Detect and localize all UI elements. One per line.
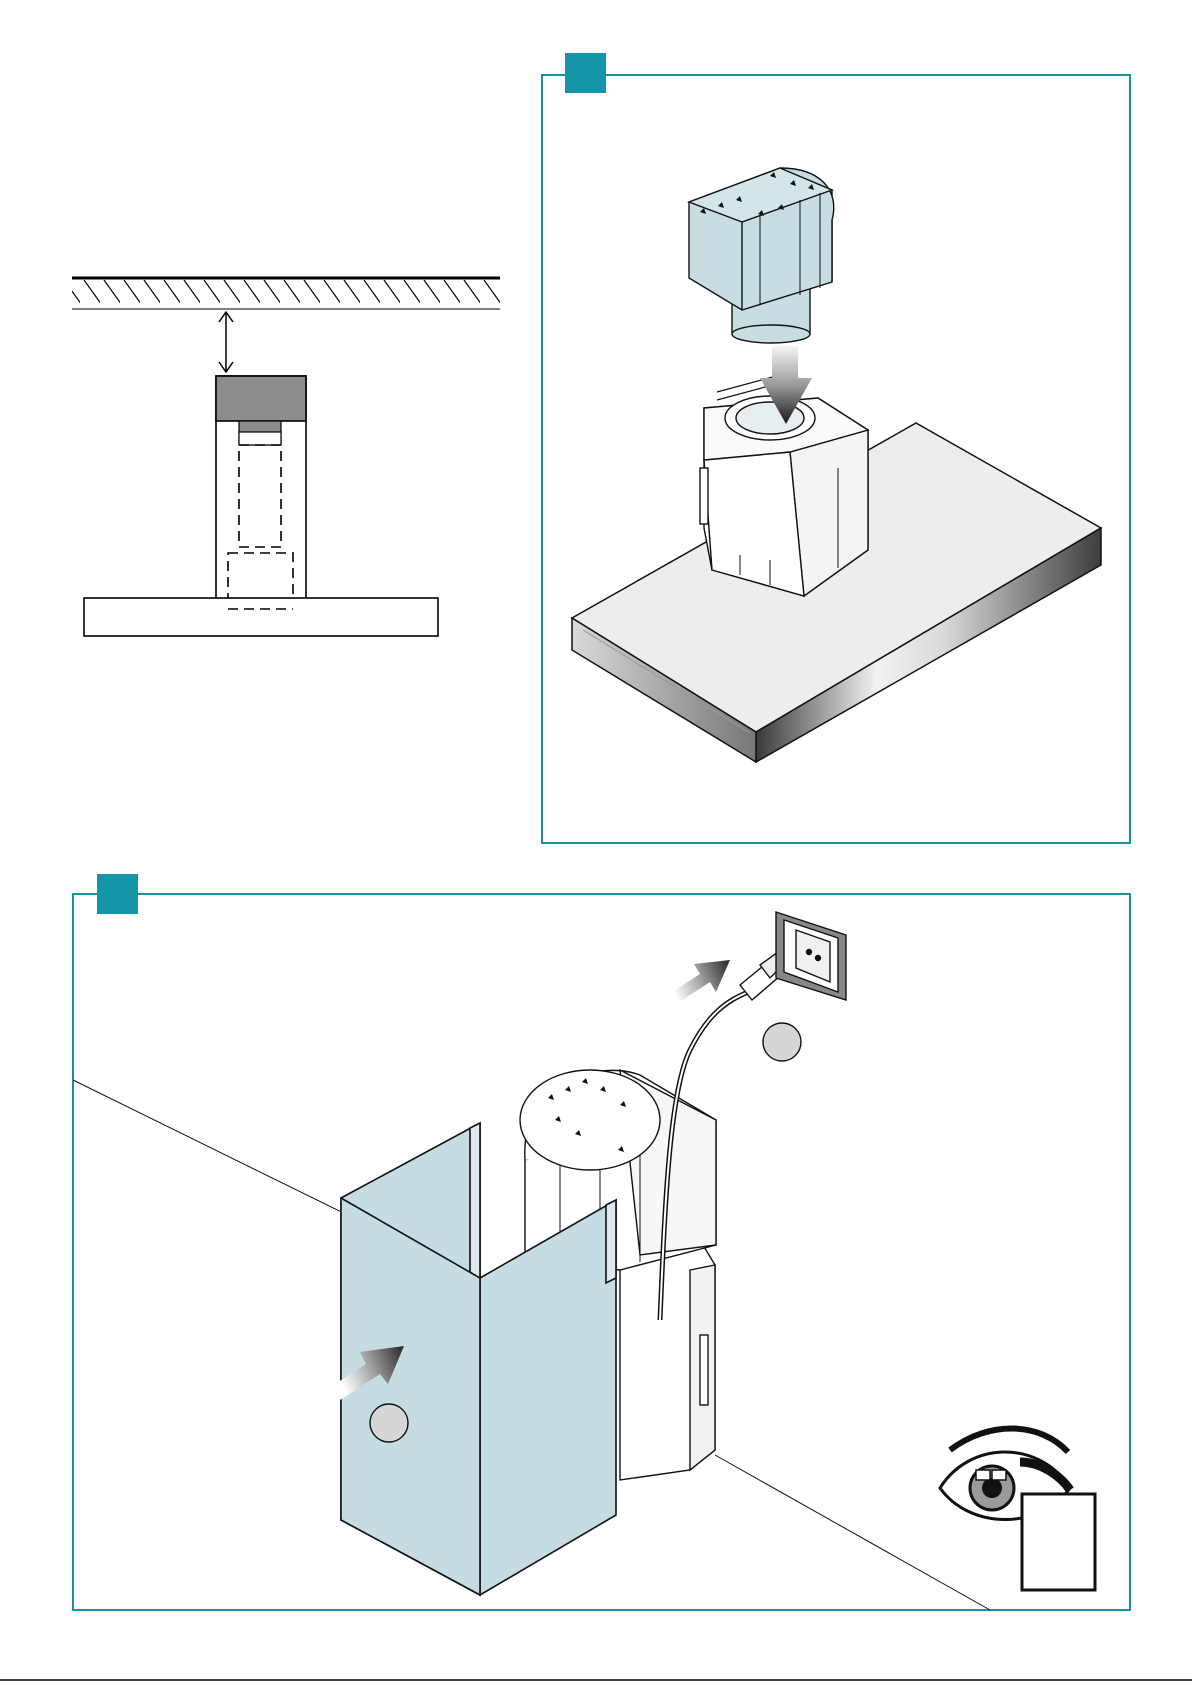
push-arrow-socket — [660, 960, 730, 1008]
motor-block — [216, 376, 306, 421]
step-badge — [97, 874, 138, 914]
ceiling-hatch — [72, 280, 500, 308]
motor-install-panel — [542, 53, 1130, 843]
callout-circle-2 — [370, 1404, 408, 1442]
chimney-cover-panel — [73, 874, 1130, 1610]
hood-base — [84, 598, 438, 636]
distance-arrow — [219, 312, 233, 372]
document-icon — [1022, 1494, 1095, 1590]
motor-unit — [689, 168, 834, 343]
step-badge — [565, 53, 606, 93]
wall-socket-icon — [776, 912, 846, 1000]
callout-circle-1 — [763, 1023, 801, 1061]
ceiling-distance-diagram — [72, 278, 500, 636]
